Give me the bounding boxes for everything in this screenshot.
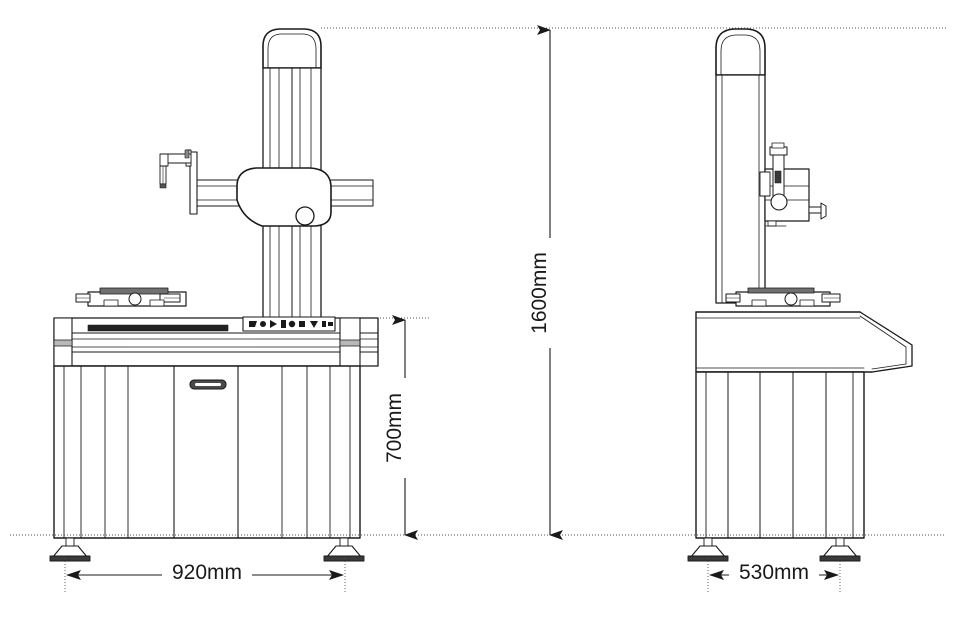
sloped-apron-cover: [695, 311, 913, 373]
dimension-label-920: 920mm: [172, 561, 242, 584]
leveling-foot-right: [323, 537, 365, 562]
control-panel-buttons: [249, 320, 333, 328]
front-elevation-view: [49, 28, 379, 562]
cabinet-enclosure-side: [695, 371, 865, 539]
measuring-head-side: [759, 142, 827, 227]
leveling-foot-left-side: [687, 537, 729, 562]
column-with-rounded-cap-side: [715, 28, 766, 304]
focus-knob: [159, 149, 192, 189]
measuring-head-carriage: [236, 167, 332, 227]
worktable-stage-side: [725, 287, 841, 307]
dimension-overall-depth: 530mm: [709, 558, 839, 584]
cabinet-enclosure: [53, 365, 361, 539]
dimension-label-700: 700mm: [383, 393, 406, 463]
dimension-label-530: 530mm: [739, 561, 809, 584]
dimension-label-1600: 1600mm: [528, 252, 551, 334]
dimension-overall-width: 920mm: [66, 558, 344, 584]
leveling-foot-right-side: [819, 537, 861, 562]
head-knob-side-icon: [770, 193, 788, 211]
head-knob-icon: [295, 206, 315, 226]
dimension-table-height: 700mm: [383, 315, 418, 540]
control-panel: [242, 316, 336, 332]
worktable-glass-stage: [75, 287, 187, 307]
dimension-layer: 1600mm 700mm 920mm 530mm: [10, 25, 948, 592]
leveling-foot-left: [49, 537, 91, 562]
dimension-overall-height: 1600mm: [528, 25, 563, 540]
focus-knob-side: [808, 206, 822, 214]
side-elevation-view: [687, 28, 913, 562]
